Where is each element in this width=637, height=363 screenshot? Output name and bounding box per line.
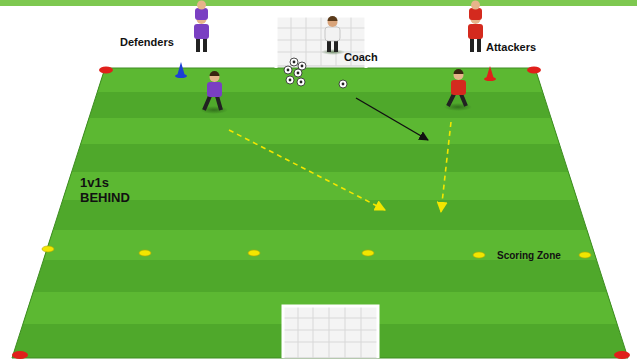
blue-cone: [175, 62, 187, 78]
defender-run: [229, 130, 385, 210]
balls: [284, 58, 347, 88]
attacker-player: [444, 69, 472, 111]
group-label: Attackers: [486, 41, 536, 54]
defender-player: [200, 71, 228, 114]
red-cone: [484, 66, 496, 81]
pass-arrow: [356, 98, 428, 140]
attacker-run: [441, 122, 451, 212]
coach: [321, 16, 345, 55]
bottom-goal: [283, 306, 378, 358]
attacker-queue: [468, 1, 483, 53]
zone-label: Scoring Zone: [497, 250, 561, 262]
role-label: Coach: [344, 51, 378, 64]
group-label: Defenders: [120, 36, 174, 49]
corner-cones: [12, 67, 630, 360]
drill-title: 1v1s BEHIND: [80, 176, 144, 206]
pitch: [0, 68, 637, 358]
top-strip: [0, 0, 637, 6]
defender-queue: [194, 1, 209, 53]
